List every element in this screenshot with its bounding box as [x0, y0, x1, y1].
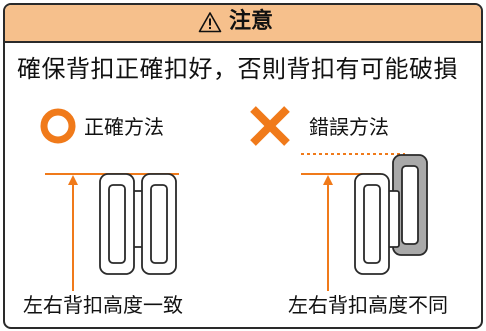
- correct-method-label: 正確方法: [84, 115, 164, 139]
- circle-icon: [40, 108, 76, 144]
- notice-header: 注意: [5, 5, 481, 43]
- correct-caption: 左右背扣高度一致: [23, 293, 183, 317]
- warning-triangle-icon: [198, 12, 222, 33]
- buckle-illustration: [40, 106, 428, 291]
- cross-icon: [250, 106, 290, 146]
- instruction-text: 確保背扣正確扣好，否則背扣有可能破損: [17, 55, 458, 83]
- buckle-aligned: [99, 173, 177, 275]
- height-arrow-wrong: [323, 175, 333, 291]
- wrong-method-label: 錯誤方法: [309, 115, 389, 139]
- height-arrow: [68, 175, 78, 291]
- buckle-misaligned: [354, 154, 428, 275]
- notice-title: 注意: [229, 9, 274, 34]
- wrong-caption: 左右背扣高度不同: [288, 293, 448, 317]
- notice-card: 注意 確保背扣正確扣好，否則背扣有可能破損: [3, 3, 483, 329]
